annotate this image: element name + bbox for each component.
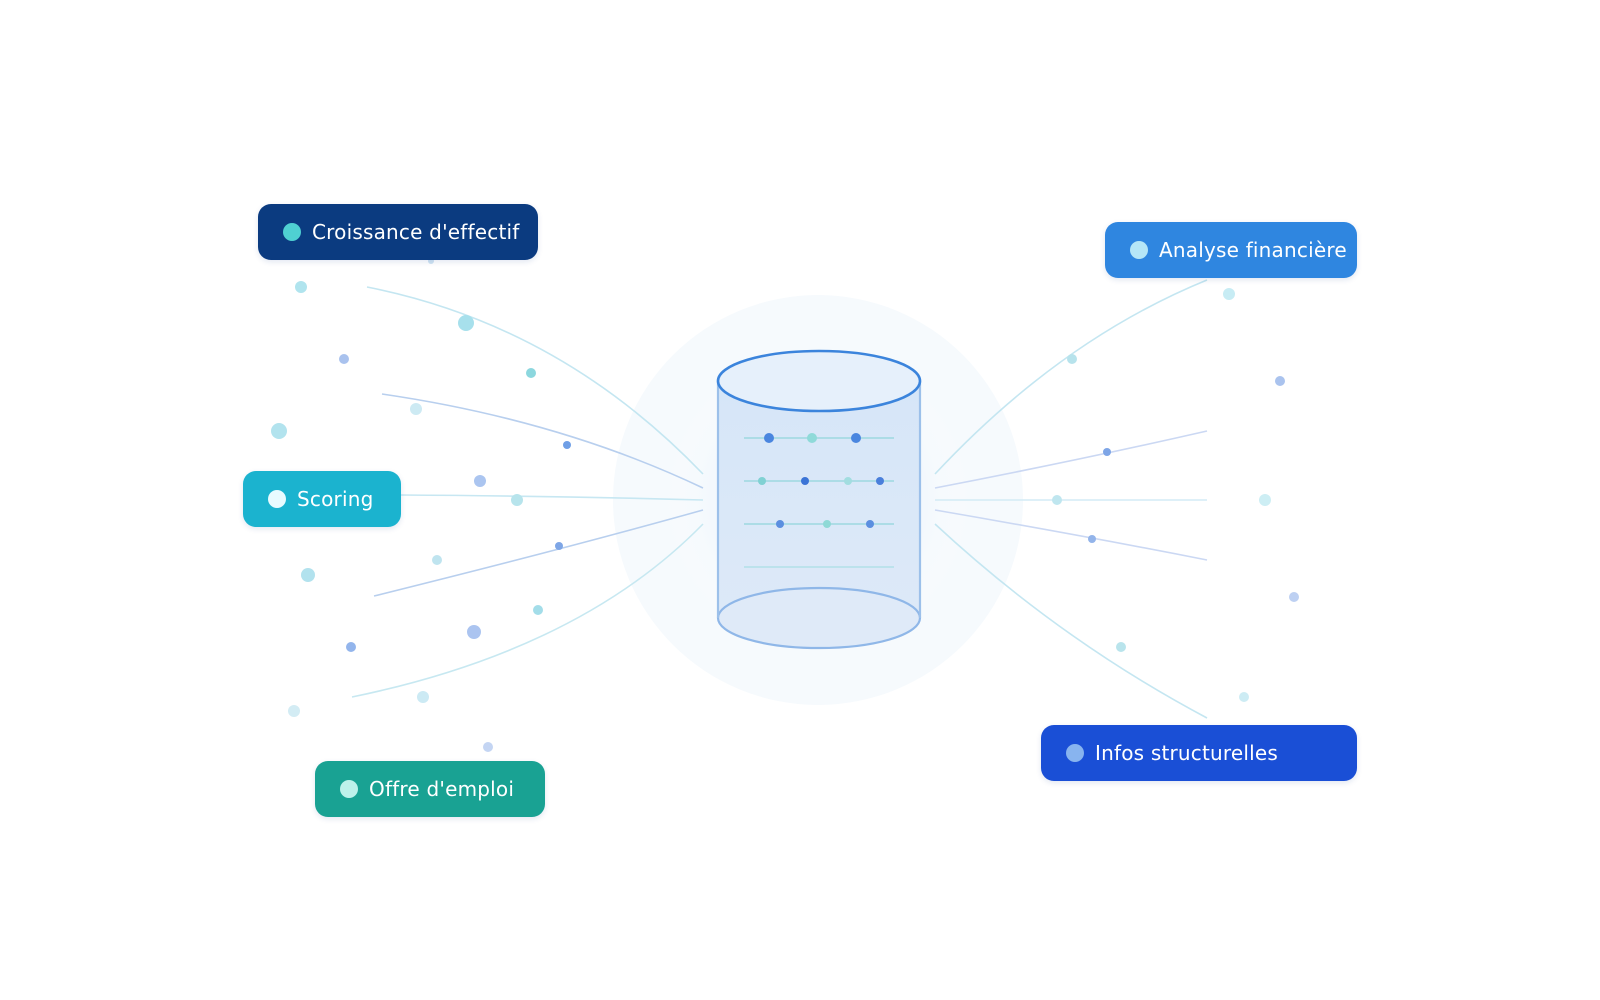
tag-label: Offre d'emploi (369, 777, 515, 801)
row-dot (876, 477, 884, 485)
dot-icon (283, 223, 301, 241)
particle-dot (526, 368, 536, 378)
cylinder-top (716, 349, 922, 413)
dot-icon (268, 490, 286, 508)
connector-curve (381, 393, 704, 489)
cylinder-body (718, 381, 920, 618)
particle-dot (555, 542, 563, 550)
dot-icon (1130, 241, 1148, 259)
connector-curve (366, 286, 704, 475)
row-dot (851, 433, 861, 443)
particle-dot (467, 625, 481, 639)
particle-dot (1289, 592, 1299, 602)
left-connectors (351, 286, 704, 698)
particle-dot (1052, 495, 1062, 505)
tag-label: Scoring (297, 487, 374, 511)
particle-dot (474, 475, 486, 487)
tag-label: Analyse financière (1159, 238, 1347, 262)
particle-dot (1223, 288, 1235, 300)
connector-curve (934, 509, 1208, 561)
row-dot (844, 477, 852, 485)
particle-dot (1103, 448, 1111, 456)
particle-dot (432, 555, 442, 565)
particle-dot (410, 403, 422, 415)
row-dot (776, 520, 784, 528)
source-tag-offre[interactable]: Offre d'emploi (315, 761, 545, 817)
particle-dot (483, 742, 493, 752)
database-icon (716, 349, 922, 650)
row-dot (801, 477, 809, 485)
connector-curve (934, 279, 1208, 475)
connector-curve (934, 430, 1208, 489)
tag-label: Croissance d'effectif (312, 220, 520, 244)
particle-dot (458, 315, 474, 331)
particle-dot (301, 568, 315, 582)
connector-curve (351, 523, 704, 698)
connector-curve (934, 523, 1208, 719)
particle-dot (417, 691, 429, 703)
source-tag-infos[interactable]: Infos structurelles (1041, 725, 1357, 781)
particle-dot (563, 441, 571, 449)
tag-label: Infos structurelles (1095, 741, 1279, 765)
particle-dot (511, 494, 523, 506)
particle-dot (533, 605, 543, 615)
connector-curve (400, 494, 704, 501)
row-dot (823, 520, 831, 528)
particle-dot (1259, 494, 1271, 506)
right-connectors (934, 279, 1208, 719)
row-dot (758, 477, 766, 485)
source-tag-scoring[interactable]: Scoring (243, 471, 401, 527)
particle-dot (1239, 692, 1249, 702)
particles (271, 258, 1299, 752)
row-dot (807, 433, 817, 443)
dot-icon (340, 780, 358, 798)
dot-icon (1066, 744, 1084, 762)
particle-dot (1088, 535, 1096, 543)
particle-dot (295, 281, 307, 293)
row-dot (764, 433, 774, 443)
particle-dot (1067, 354, 1077, 364)
source-tag-analyse[interactable]: Analyse financière (1105, 222, 1357, 278)
connector-curve (373, 509, 704, 597)
particle-dot (1116, 642, 1126, 652)
row-dot (866, 520, 874, 528)
source-tag-croissance[interactable]: Croissance d'effectif (258, 204, 538, 260)
cylinder-bottom (716, 586, 922, 650)
particle-dot (288, 705, 300, 717)
particle-dot (1275, 376, 1285, 386)
particle-dot (271, 423, 287, 439)
particle-dot (339, 354, 349, 364)
particle-dot (346, 642, 356, 652)
database-row-dots (758, 433, 884, 528)
